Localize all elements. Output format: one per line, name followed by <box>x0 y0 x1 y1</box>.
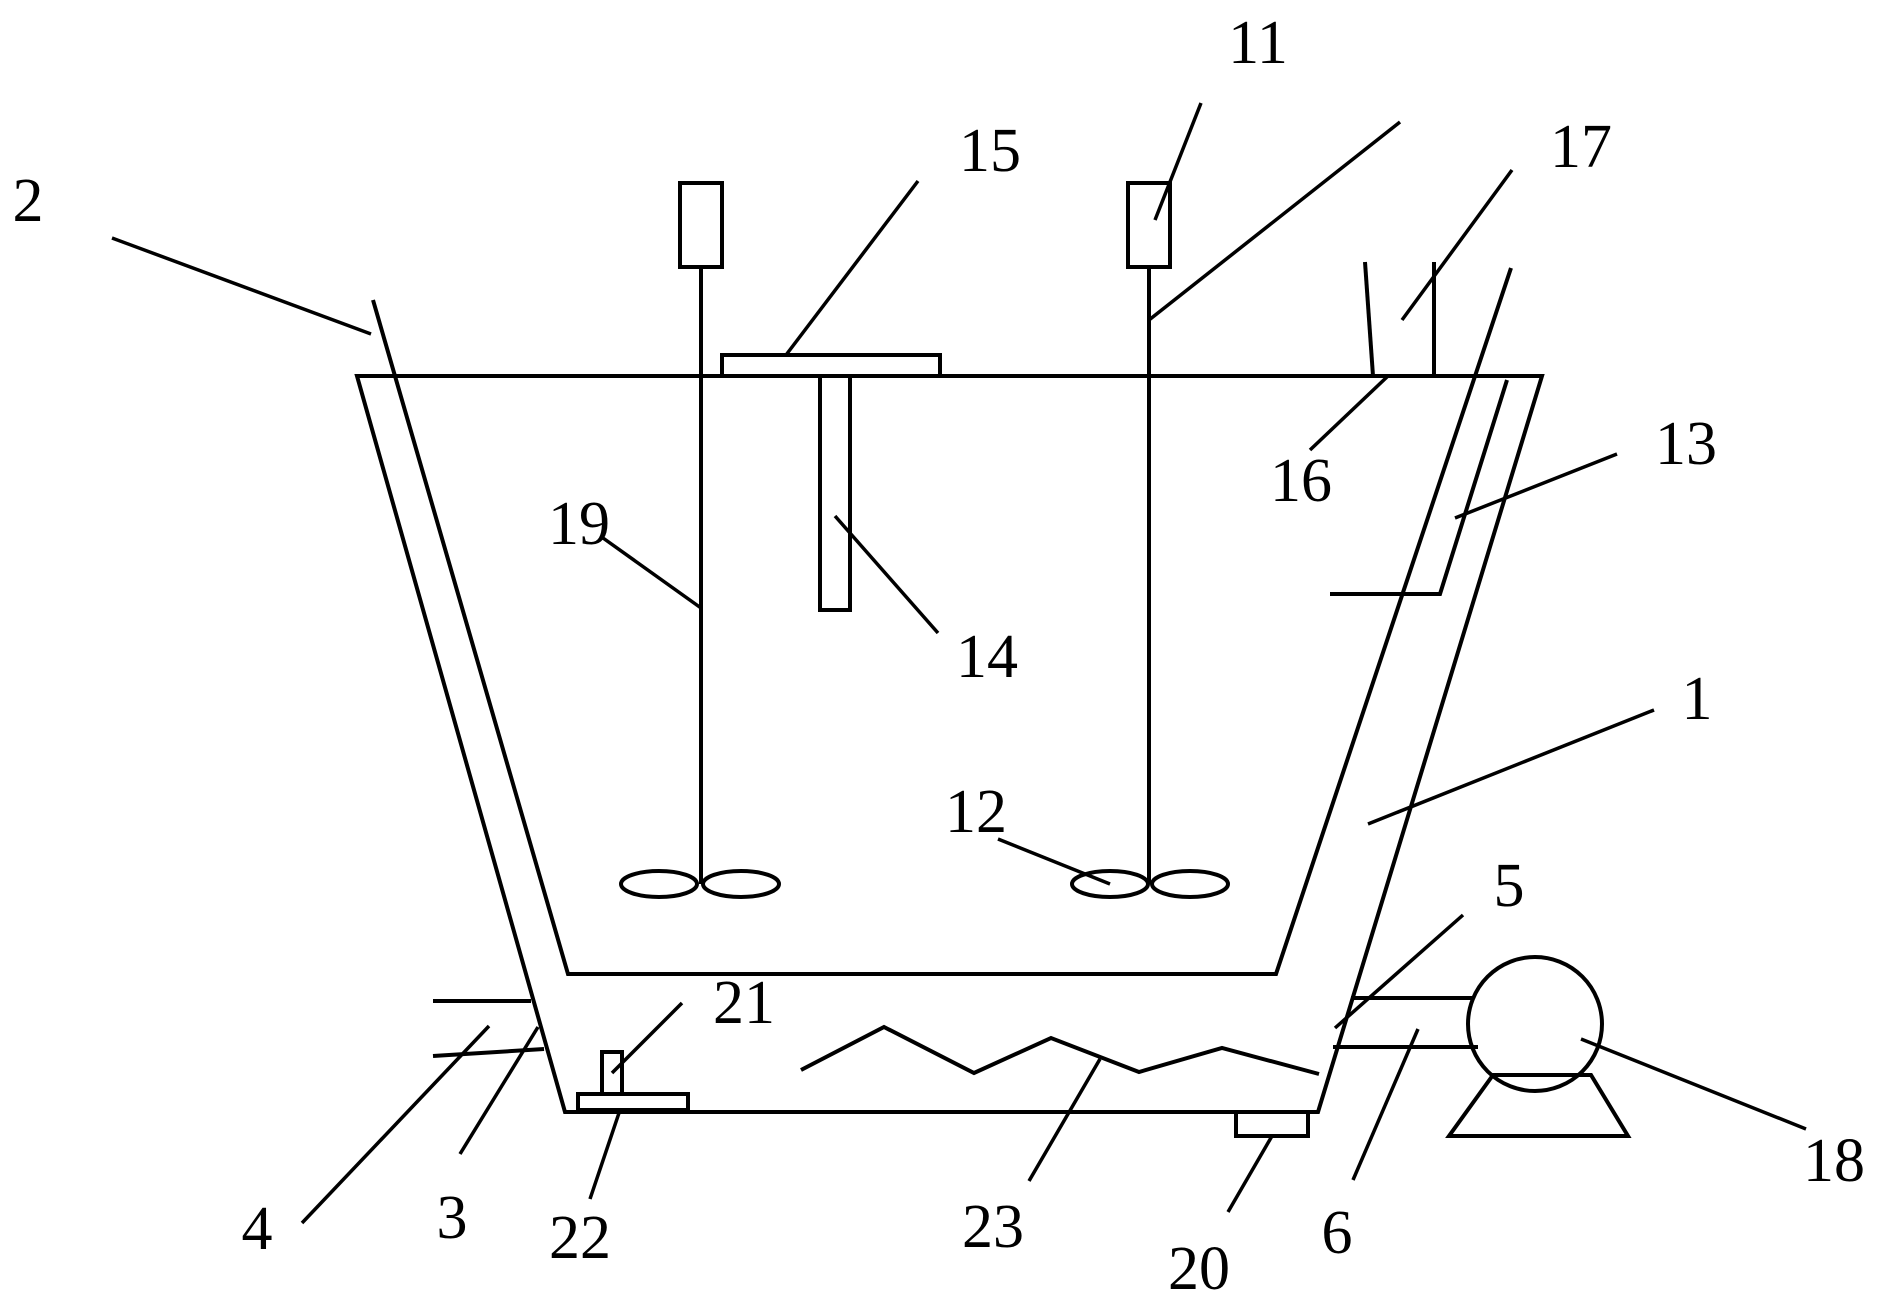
label-22: 22 <box>549 1204 611 1272</box>
left-motor <box>678 181 724 269</box>
leader-18 <box>1580 1037 1807 1131</box>
label-23: 23 <box>962 1193 1024 1261</box>
label-14: 14 <box>956 623 1018 691</box>
label-3: 3 <box>437 1184 468 1252</box>
leader-22 <box>588 1109 622 1200</box>
top-pipe-left <box>1363 261 1375 377</box>
leader-21 <box>610 1001 684 1075</box>
leader-13 <box>1454 452 1618 520</box>
label-4: 4 <box>242 1195 273 1263</box>
label-18: 18 <box>1803 1127 1865 1195</box>
left-impeller-blade-a <box>619 869 699 899</box>
inner-vessel <box>371 267 1513 976</box>
label-16: 16 <box>1270 447 1332 515</box>
label-2: 2 <box>13 167 44 235</box>
leader-19 <box>601 536 703 610</box>
leader-3 <box>458 1026 540 1155</box>
bottom-outlet <box>1234 1110 1310 1138</box>
leader-12 <box>997 837 1111 886</box>
leader-2 <box>111 236 372 336</box>
tube <box>818 374 852 612</box>
label-13: 13 <box>1655 410 1717 478</box>
heating-coil <box>800 1024 1320 1076</box>
label-1: 1 <box>1682 665 1713 733</box>
leader-23 <box>1027 1058 1102 1182</box>
inlet-pipe-lower <box>432 1047 545 1058</box>
label-20: 20 <box>1168 1235 1230 1296</box>
leader-15 <box>784 179 920 357</box>
leader-11b <box>1147 120 1402 322</box>
leader-11 <box>1153 102 1203 221</box>
pump-base <box>1445 1073 1632 1138</box>
leader-6 <box>1351 1028 1420 1181</box>
overflow-pipe <box>1330 379 1509 596</box>
label-21: 21 <box>713 969 775 1037</box>
label-17: 17 <box>1550 113 1612 181</box>
right-impeller-blade-b <box>1150 869 1230 899</box>
leader-4 <box>300 1024 491 1225</box>
bottom-sensor-base <box>576 1092 690 1112</box>
label-19: 19 <box>548 490 610 558</box>
label-15: 15 <box>959 117 1021 185</box>
pump-body <box>1466 955 1604 1093</box>
leader-5 <box>1333 913 1465 1030</box>
right-impeller-blade-a <box>1070 869 1150 899</box>
leader-17 <box>1400 168 1514 322</box>
label-11: 11 <box>1228 9 1288 77</box>
leader-1 <box>1367 708 1655 826</box>
label-6: 6 <box>1322 1199 1353 1267</box>
left-impeller-blade-b <box>701 869 781 899</box>
label-5: 5 <box>1494 852 1525 920</box>
leader-20 <box>1226 1135 1274 1213</box>
leader-16 <box>1308 374 1390 452</box>
label-12: 12 <box>945 778 1007 846</box>
leader-14 <box>833 514 940 635</box>
lid-plate <box>720 353 942 378</box>
